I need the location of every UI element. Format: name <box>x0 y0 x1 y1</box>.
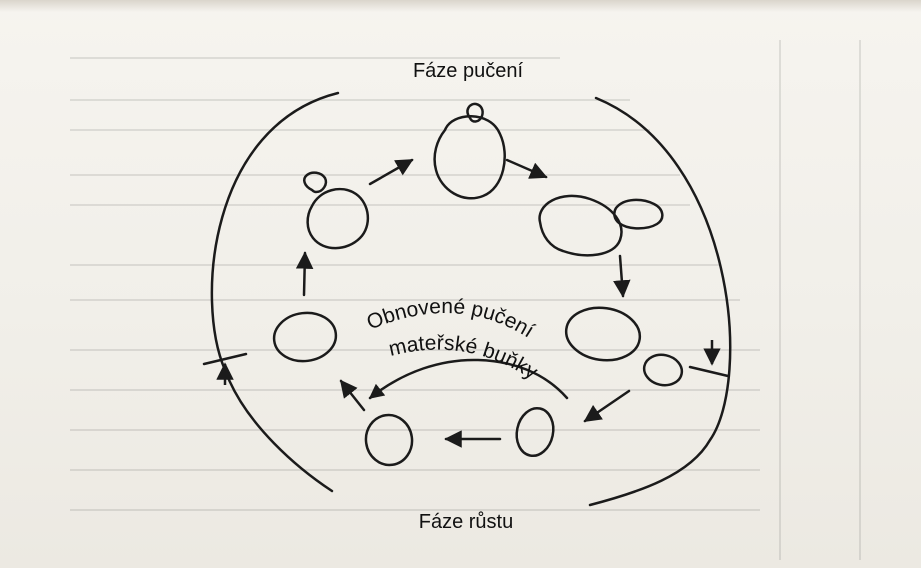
yeast-cells <box>272 102 684 467</box>
cell-top-budding <box>433 102 506 200</box>
center-label-line2-path: mateřské buňky <box>387 332 543 385</box>
cell-bottom-right <box>515 406 555 458</box>
arrow-left-to-top <box>368 158 414 186</box>
left-boundary-tick <box>202 352 248 366</box>
outer-arc-left <box>210 91 340 493</box>
inner-restart-arrow <box>368 358 569 400</box>
background-traces <box>70 40 861 560</box>
top-phase-label: Fáze pučení <box>413 60 524 82</box>
top-shadow <box>0 0 921 12</box>
arrow-top-to-right <box>505 158 548 179</box>
cell-left-middle <box>272 311 338 363</box>
phase-boundary-ticks <box>202 352 730 378</box>
center-label-line2: mateřské buňky <box>387 332 543 385</box>
bottom-phase-label: Fáze růstu <box>419 511 513 533</box>
cell-left-top-budding <box>303 171 369 250</box>
outer-arc-right <box>588 96 732 507</box>
arrow-bottomleft-up <box>339 379 366 412</box>
arrow-rightmid-to-bottomright <box>583 389 631 423</box>
cycle-arrows <box>295 158 631 448</box>
cell-right-middle <box>564 306 684 387</box>
arrow-left-up <box>295 251 314 297</box>
outer-cycle-arcs <box>210 91 732 507</box>
cell-top-right-budding <box>538 194 664 257</box>
arrow-right-down <box>613 254 631 298</box>
cell-bottom-left <box>364 413 414 467</box>
right-boundary-tick <box>688 365 730 378</box>
outer-arc-arrows <box>216 340 721 385</box>
